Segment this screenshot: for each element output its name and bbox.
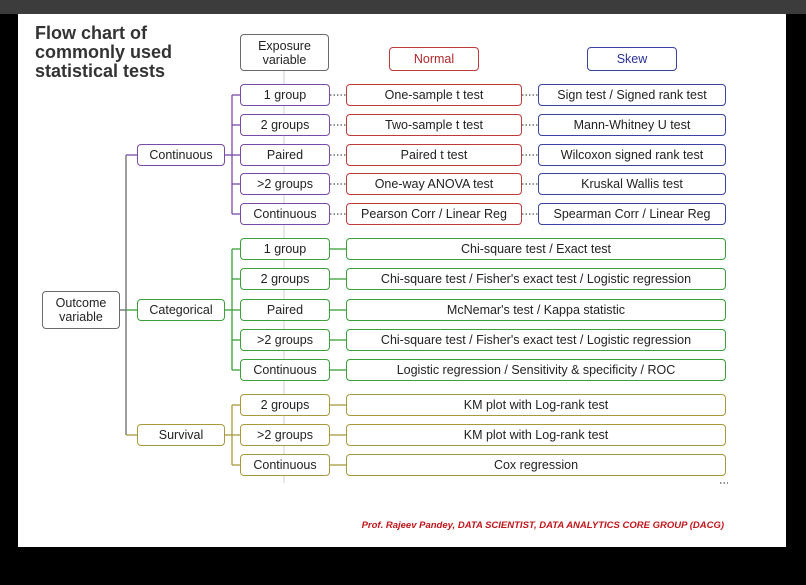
exposure-categorical-more-than-2-groups: >2 groups bbox=[240, 329, 330, 351]
categorical-test-2-groups: Chi-square test / Fisher's exact test / … bbox=[346, 268, 726, 290]
category-continuous: Continuous bbox=[137, 144, 225, 166]
categorical-test-1-group: Chi-square test / Exact test bbox=[346, 238, 726, 260]
survival-test-continuous: Cox regression bbox=[346, 454, 726, 476]
exposure-categorical-paired: Paired bbox=[240, 299, 330, 321]
header-normal: Normal bbox=[389, 47, 479, 71]
category-categorical: Categorical bbox=[137, 299, 225, 321]
skew-test-2-groups: Mann-Whitney U test bbox=[538, 114, 726, 136]
exposure-survival-more-than-2-groups: >2 groups bbox=[240, 424, 330, 446]
exposure-continuous-paired: Paired bbox=[240, 144, 330, 166]
survival-test-2-groups: KM plot with Log-rank test bbox=[346, 394, 726, 416]
categorical-test-more-than-2-groups: Chi-square test / Fisher's exact test / … bbox=[346, 329, 726, 351]
header-exposure-variable: Exposure variable bbox=[240, 34, 329, 71]
normal-test-1-group: One-sample t test bbox=[346, 84, 522, 106]
categorical-test-continuous: Logistic regression / Sensitivity & spec… bbox=[346, 359, 726, 381]
outcome-variable-box: Outcome variable bbox=[42, 291, 120, 329]
author-credit: Prof. Rajeev Pandey, DATA SCIENTIST, DAT… bbox=[361, 520, 724, 531]
skew-test-more-than-2-groups: Kruskal Wallis test bbox=[538, 173, 726, 195]
normal-test-more-than-2-groups: One-way ANOVA test bbox=[346, 173, 522, 195]
exposure-categorical-continuous: Continuous bbox=[240, 359, 330, 381]
exposure-survival-continuous: Continuous bbox=[240, 454, 330, 476]
skew-test-continuous: Spearman Corr / Linear Reg bbox=[538, 203, 726, 225]
category-survival: Survival bbox=[137, 424, 225, 446]
exposure-categorical-2-groups: 2 groups bbox=[240, 268, 330, 290]
categorical-test-paired: McNemar's test / Kappa statistic bbox=[346, 299, 726, 321]
exposure-continuous-more-than-2-groups: >2 groups bbox=[240, 173, 330, 195]
exposure-continuous-continuous: Continuous bbox=[240, 203, 330, 225]
exposure-continuous-2-groups: 2 groups bbox=[240, 114, 330, 136]
chart-title: Flow chart of commonly used statistical … bbox=[35, 23, 173, 81]
normal-test-continuous: Pearson Corr / Linear Reg bbox=[346, 203, 522, 225]
normal-test-paired: Paired t test bbox=[346, 144, 522, 166]
exposure-categorical-1-group: 1 group bbox=[240, 238, 330, 260]
survival-test-more-than-2-groups: KM plot with Log-rank test bbox=[346, 424, 726, 446]
normal-test-2-groups: Two-sample t test bbox=[346, 114, 522, 136]
skew-test-1-group: Sign test / Signed rank test bbox=[538, 84, 726, 106]
header-skew: Skew bbox=[587, 47, 677, 71]
exposure-survival-2-groups: 2 groups bbox=[240, 394, 330, 416]
exposure-continuous-1-group: 1 group bbox=[240, 84, 330, 106]
skew-test-paired: Wilcoxon signed rank test bbox=[538, 144, 726, 166]
top-bar bbox=[0, 0, 806, 14]
